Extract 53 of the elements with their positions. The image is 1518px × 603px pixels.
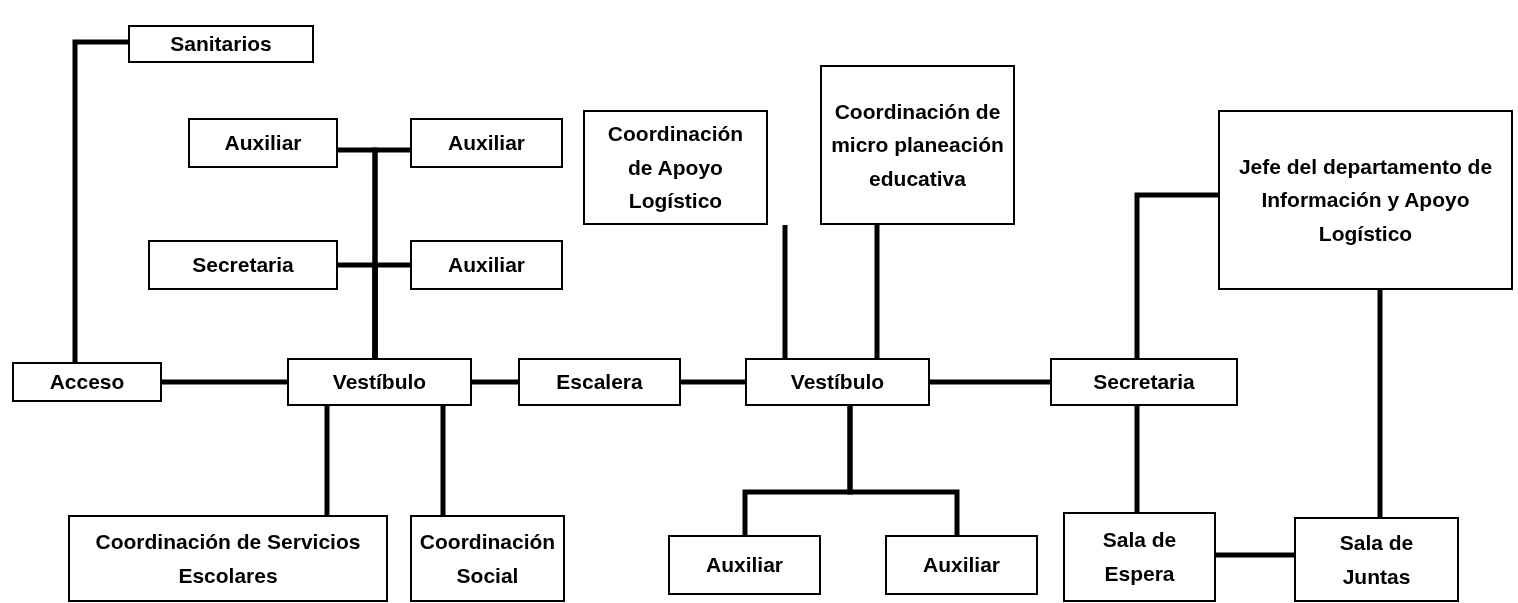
room-box [583,110,768,225]
connector-line [1377,290,1383,517]
room-label: Auxiliar [706,552,783,579]
room-label: Acceso [49,369,125,396]
room-label: Auxiliar [448,130,525,157]
room-label: Coordinación de Apoyo Logístico [606,121,745,215]
room-box [885,535,1038,595]
connector-line [440,406,446,515]
room-label: Sala de Espera [1101,527,1178,587]
connector-line [1134,406,1140,512]
room-label: Coordinación de Servicios Escolares [94,528,362,589]
connector-line [324,406,330,515]
room-label: Sala de Juntas [1338,529,1415,590]
connector-line [847,406,960,535]
room-label: Coordinación de micro planeación educativa [830,98,1005,192]
room-box [128,25,314,63]
room-box [1063,512,1216,602]
room-box [287,358,472,406]
room-box [1218,110,1513,290]
room-box [518,358,681,406]
room-box [148,240,338,290]
room-box [820,65,1015,225]
room-label: Jefe del departamento de Información y Apoyo Logístico [1237,153,1494,247]
connector-line [1134,192,1218,358]
room-box [188,118,338,168]
room-box [745,358,930,406]
room-label: Vestíbulo [790,369,885,396]
room-box [668,535,821,595]
room-label: Escalera [556,369,643,396]
room-label: Sanitarios [170,31,272,58]
connector-line [782,225,788,358]
room-label: Secretaria [192,252,294,279]
connector-line [162,379,287,385]
room-box [1294,517,1459,602]
room-label: Vestíbulo [332,369,427,396]
connector-line [681,379,745,385]
room-label: Secretaria [1093,369,1195,396]
room-box [1050,358,1238,406]
connector-line [1216,552,1294,558]
room-box [68,515,388,602]
connector-line [930,379,1050,385]
room-label: Auxiliar [448,252,525,279]
connector-line [72,39,128,362]
connector-line [472,379,518,385]
room-box [410,240,563,290]
room-label: Auxiliar [224,130,302,157]
room-box [410,118,563,168]
room-label: Coordinación Social [419,528,556,589]
connector-line [372,262,410,358]
connector-line [874,225,880,358]
room-label: Auxiliar [923,552,1000,579]
room-box [410,515,565,602]
room-box [12,362,162,402]
